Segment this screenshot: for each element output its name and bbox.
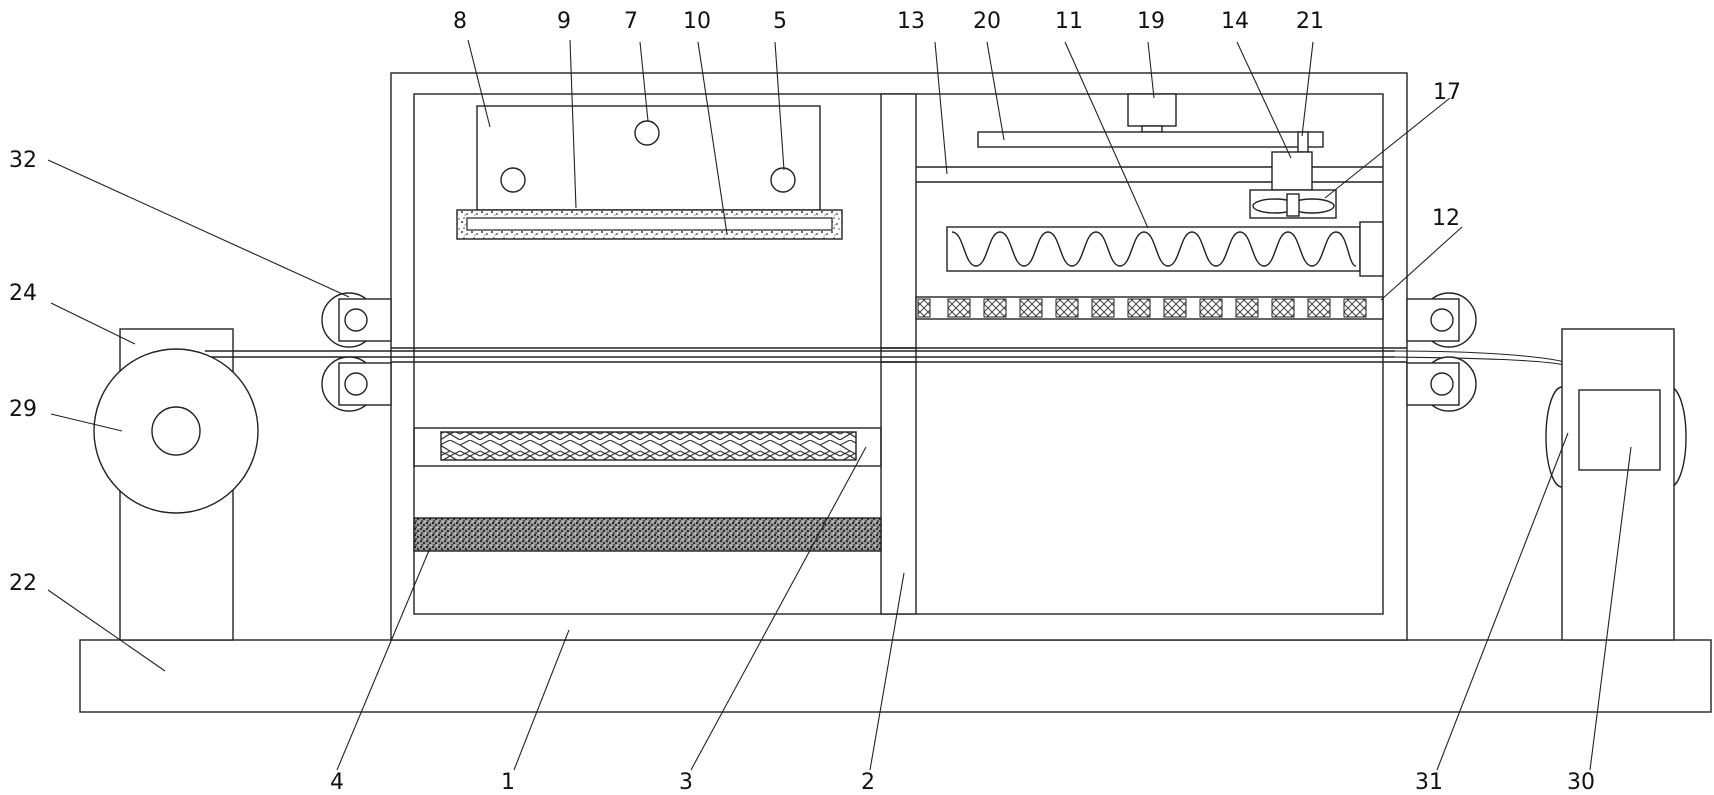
center-partition [880, 93, 917, 615]
carriage-14 [1271, 151, 1313, 191]
label-32: 32 [9, 148, 37, 173]
label-2: 2 [861, 770, 875, 795]
film-line [205, 350, 1395, 358]
label-14: 14 [1221, 9, 1249, 34]
label-3: 3 [679, 770, 693, 795]
label-8: 8 [453, 9, 467, 34]
winder-box-30 [1578, 389, 1661, 471]
coil-11 [946, 226, 1361, 272]
right-support [1561, 328, 1675, 641]
label-7: 7 [624, 9, 638, 34]
label-10: 10 [683, 9, 711, 34]
rail-20 [977, 131, 1324, 148]
label-21: 21 [1296, 9, 1324, 34]
label-22: 22 [9, 571, 37, 596]
label-4: 4 [330, 770, 344, 795]
label-1: 1 [501, 770, 515, 795]
label-20: 20 [973, 9, 1001, 34]
label-9: 9 [557, 9, 571, 34]
motor-19 [1127, 93, 1177, 127]
label-12: 12 [1432, 206, 1460, 231]
label-19: 19 [1137, 9, 1165, 34]
zigzag-plate [440, 431, 857, 461]
coil-wave [951, 231, 1357, 267]
strip-blocks [917, 298, 1367, 318]
speckled-layer [413, 517, 882, 552]
label-29: 29 [9, 397, 37, 422]
bar-10 [466, 217, 833, 231]
label-30: 30 [1567, 770, 1595, 795]
label-17: 17 [1433, 80, 1461, 105]
left-rollers [321, 292, 392, 412]
label-11: 11 [1055, 9, 1083, 34]
label-31: 31 [1415, 770, 1443, 795]
leader-lines [47, 39, 1632, 771]
base-plate [79, 639, 1712, 713]
label-5: 5 [773, 9, 787, 34]
label-24: 24 [9, 281, 37, 306]
label-13: 13 [897, 9, 925, 34]
right-rollers [1406, 292, 1477, 412]
